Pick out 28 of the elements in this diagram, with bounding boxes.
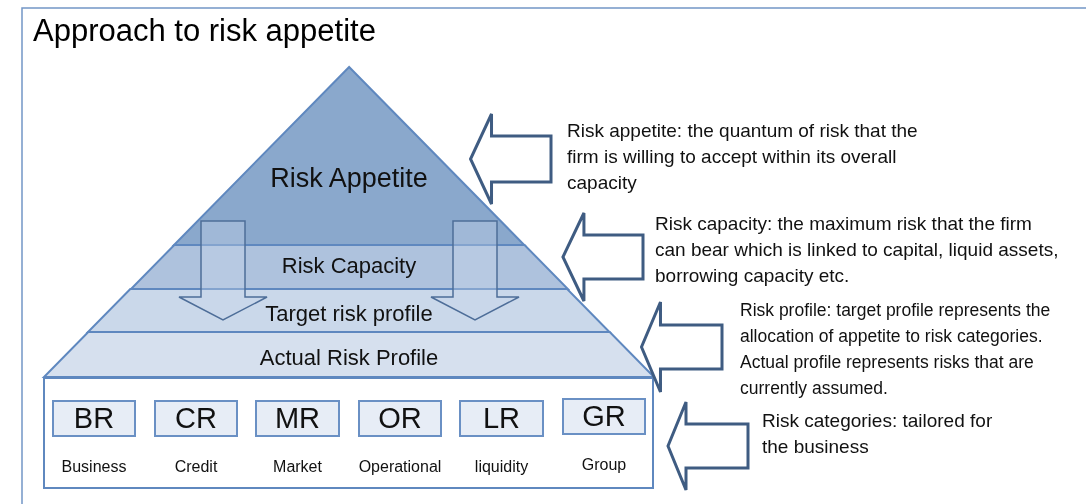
category-label: Market: [273, 458, 322, 476]
description-text: Risk capacity: the maximum risk that the firm can bear which is linked to capital, liquid assets, borrowing capacity etc.: [655, 211, 1060, 289]
description-text: Risk appetite: the quantum of risk that the firm is willing to accept within its overall capacity: [567, 118, 939, 196]
category-label: liquidity: [474, 458, 529, 476]
category-code-tag: MR: [255, 400, 340, 437]
band-label: Actual Risk Profile: [259, 345, 439, 371]
block-arrow: [561, 211, 645, 303]
band-label: Risk Appetite: [270, 162, 428, 194]
categories-panel: [43, 377, 654, 489]
description-text: Risk profile: target profile represents the allocation of appetite to risk categories. Actual profile represents risks that are currently assumed.: [740, 297, 1084, 401]
category-code-tag: LR: [459, 400, 544, 437]
band-label: Risk Capacity: [281, 253, 417, 279]
block-arrow: [430, 220, 520, 321]
category-code-tag: BR: [52, 400, 136, 437]
description-text: Risk categories: tailored for the business: [762, 408, 1002, 460]
category-label: Credit: [174, 458, 218, 476]
diagram-title: Approach to risk appetite: [33, 13, 376, 49]
category-code-tag: GR: [562, 398, 646, 435]
block-arrow: [666, 400, 750, 492]
block-arrow: [639, 300, 724, 394]
category-label: Operational: [358, 458, 442, 476]
category-label: Group: [581, 456, 627, 474]
block-arrow: [468, 112, 553, 206]
category-code-tag: CR: [154, 400, 238, 437]
band-label: Target risk profile: [265, 301, 433, 327]
block-arrow: [178, 220, 268, 321]
category-label: Business: [61, 458, 127, 476]
category-code-tag: OR: [358, 400, 442, 437]
